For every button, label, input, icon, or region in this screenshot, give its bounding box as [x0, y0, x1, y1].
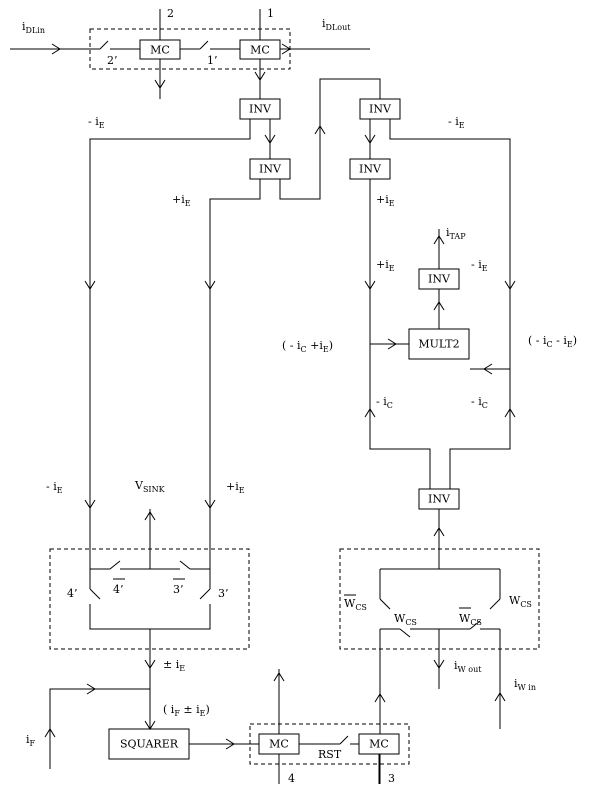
switch-3prime-label: 3’ — [218, 587, 229, 600]
switch-3prime — [199, 588, 211, 600]
inv-label: INV — [428, 493, 451, 506]
bottom-section: SQUARER MC MC RST 4 3 — [44, 669, 410, 785]
v-sink-label: VSINK — [134, 479, 166, 494]
inv-label: INV — [249, 103, 272, 116]
switch-3prime-bar — [179, 560, 191, 570]
pm-ie-label: ± iE — [163, 658, 185, 673]
squarer-label: SQUARER — [120, 738, 179, 751]
switch-wcs-bar-right — [469, 620, 481, 630]
inv-chain: INV INV INV INV — [84, 78, 516, 569]
bottom-dashed-enclosure — [249, 723, 410, 765]
inv-label: INV — [259, 163, 282, 176]
i-dlout-label: iDLout — [322, 17, 351, 32]
if-pm-ie-label: ( iF ± iE) — [163, 703, 210, 718]
switch-3prime-bar-label: 3’ — [173, 583, 184, 596]
pos-ie-label: +iE — [172, 193, 191, 208]
pos-ie-label: +iE — [376, 193, 395, 208]
pos-ie-label: +iE — [226, 480, 245, 495]
neg-ic-label: - iC — [376, 395, 393, 410]
switch-wcs-right — [489, 598, 501, 610]
inv-label: INV — [359, 163, 382, 176]
port-4-label: 4 — [288, 772, 295, 785]
wcs-label-right: WCS — [509, 594, 532, 609]
neg-ie-label: - iE — [448, 115, 465, 130]
switch-2prime-label: 2’ — [107, 54, 118, 67]
neg-ic-minus-ie-label: ( - iC - iE) — [528, 334, 577, 349]
switch-wcs-left — [399, 628, 411, 638]
switch-wcs-bar-left — [379, 598, 391, 610]
i-wout-label: iW out — [454, 659, 482, 674]
switch-4prime-label: 4’ — [67, 587, 78, 600]
neg-ie-label: - iE — [46, 480, 63, 495]
switch-1prime-label: 1’ — [207, 54, 218, 67]
switch-4prime — [89, 588, 101, 600]
neg-ic-plus-ie-label: ( - iC +iE) — [282, 339, 333, 354]
mc-label: MC — [369, 738, 389, 751]
mc-label: MC — [269, 738, 289, 751]
ic-loop: INV — [364, 344, 516, 569]
inv-label: INV — [369, 103, 392, 116]
mult2-label: MULT2 — [418, 338, 459, 351]
inv-block-c — [359, 98, 401, 120]
wcs-switch-box: WCS WCS WCS WCS iW out iW in — [339, 548, 540, 784]
pos-ie-label: +iE — [376, 258, 395, 273]
mult2-block — [408, 328, 470, 360]
mc-label: MC — [250, 44, 270, 57]
switch-rst — [339, 735, 349, 745]
switch-1prime — [199, 40, 209, 50]
i-tap-label: iTAP — [446, 226, 466, 241]
i-dlin-label: iDLin — [22, 20, 45, 35]
i-win-label: iW in — [514, 677, 536, 692]
sink-switch-box: 4’ 3’ 4’ 3’ VSINK — [49, 479, 250, 729]
i-f-label: iF — [26, 733, 36, 748]
port-2-label: 2 — [167, 7, 174, 20]
switch-4prime-bar-label: 4’ — [113, 583, 124, 596]
port-1-label: 1 — [267, 7, 274, 20]
switch-4prime-bar — [109, 560, 121, 570]
mult2-section: MULT2 INV iTAP — [408, 226, 470, 360]
wcs-dashed-enclosure — [339, 548, 540, 650]
neg-ie-label: - iE — [88, 115, 105, 130]
squarer-block — [108, 728, 190, 760]
port-3-label: 3 — [388, 772, 395, 785]
rst-label: RST — [318, 748, 342, 761]
inv-block-a — [239, 98, 281, 120]
neg-ie-label: - iE — [471, 258, 488, 273]
neg-ic-label: - iC — [471, 395, 488, 410]
wcs-bar-label-right: WCS — [459, 612, 482, 627]
top-mc-section: MC MC 2 1 2’ 1’ iDLin iDLout — [10, 7, 370, 99]
inv-block-b — [249, 158, 291, 180]
inv-label: INV — [428, 273, 451, 286]
switch-2prime — [99, 40, 109, 50]
wcs-bar-label-left: WCS — [344, 597, 367, 612]
wcs-label-left: WCS — [394, 612, 417, 627]
mc-label: MC — [150, 44, 170, 57]
signal-labels: - iE - iE +iE +iE +iE - iE ( - iC +iE) (… — [26, 115, 577, 748]
